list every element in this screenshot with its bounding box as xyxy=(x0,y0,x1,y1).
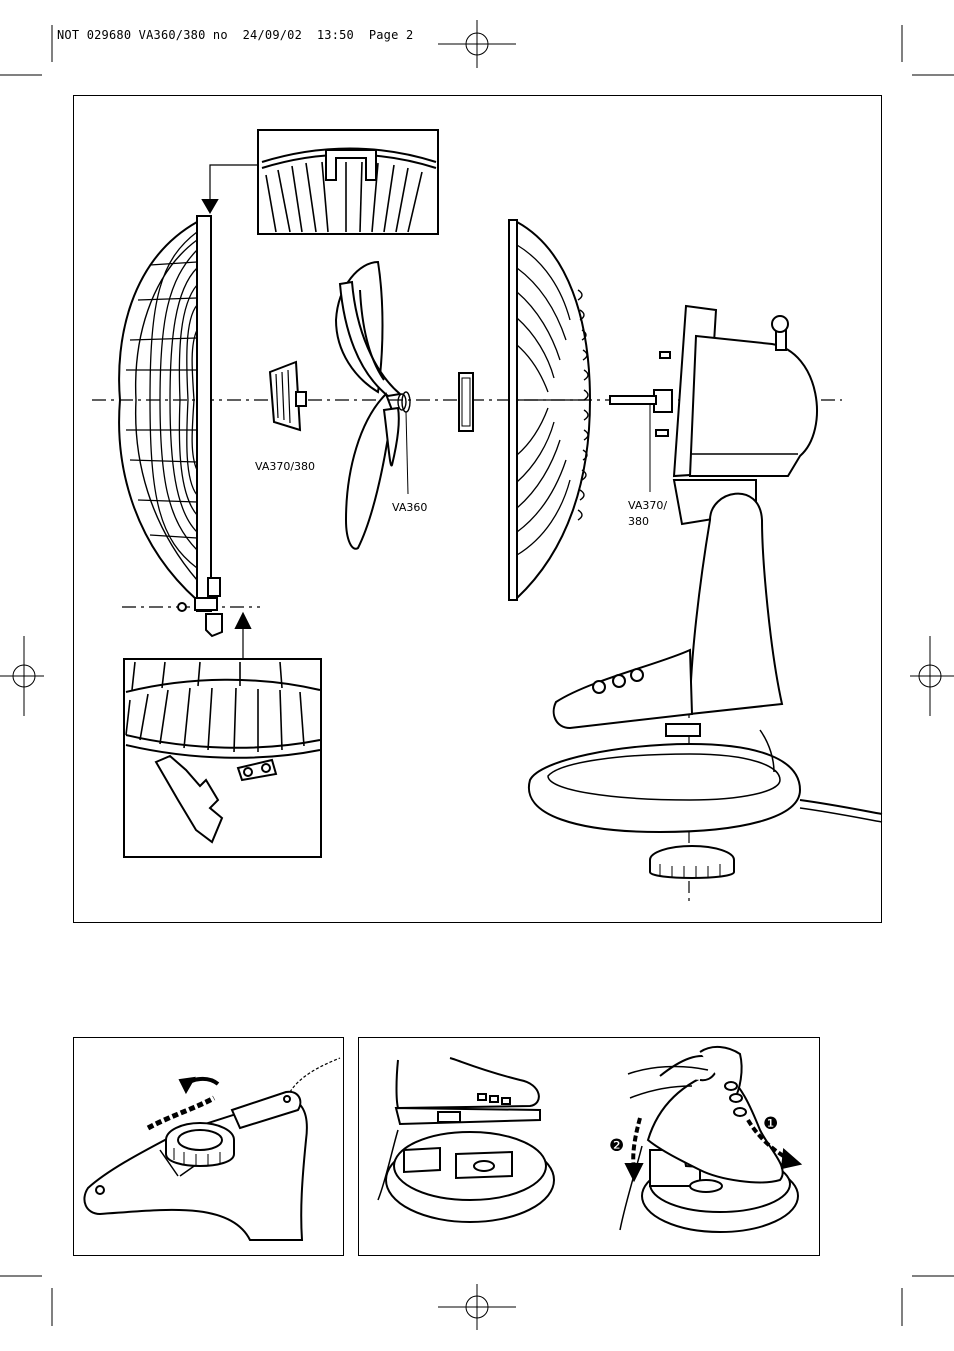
blade-clip xyxy=(397,391,411,495)
spinner-nut xyxy=(268,360,307,432)
base-nut-figure-frame xyxy=(73,1037,344,1256)
assembly-figure-frame xyxy=(73,95,882,923)
clip-model-label: VA360 xyxy=(392,501,428,514)
nut-model-label: VA370/380 xyxy=(255,460,316,473)
print-slug: NOT 029680 VA360/380 no 24/09/02 13:50 P… xyxy=(57,28,414,42)
step-two-marker: ❷ xyxy=(609,1136,625,1156)
front-grille xyxy=(118,215,223,638)
spindle-model-label-line2: 380 xyxy=(628,515,649,528)
spindle-model-label-line1: VA370/ xyxy=(628,499,668,512)
motor-and-stand xyxy=(527,304,883,879)
grille-clip-detail-bottom xyxy=(123,611,322,858)
fan-blade xyxy=(334,260,403,550)
step-one-marker: ❶ xyxy=(763,1114,779,1134)
grille-clip-detail-top xyxy=(201,129,439,235)
rear-grille xyxy=(508,219,592,601)
stand-attach-figure-frame xyxy=(358,1037,820,1256)
